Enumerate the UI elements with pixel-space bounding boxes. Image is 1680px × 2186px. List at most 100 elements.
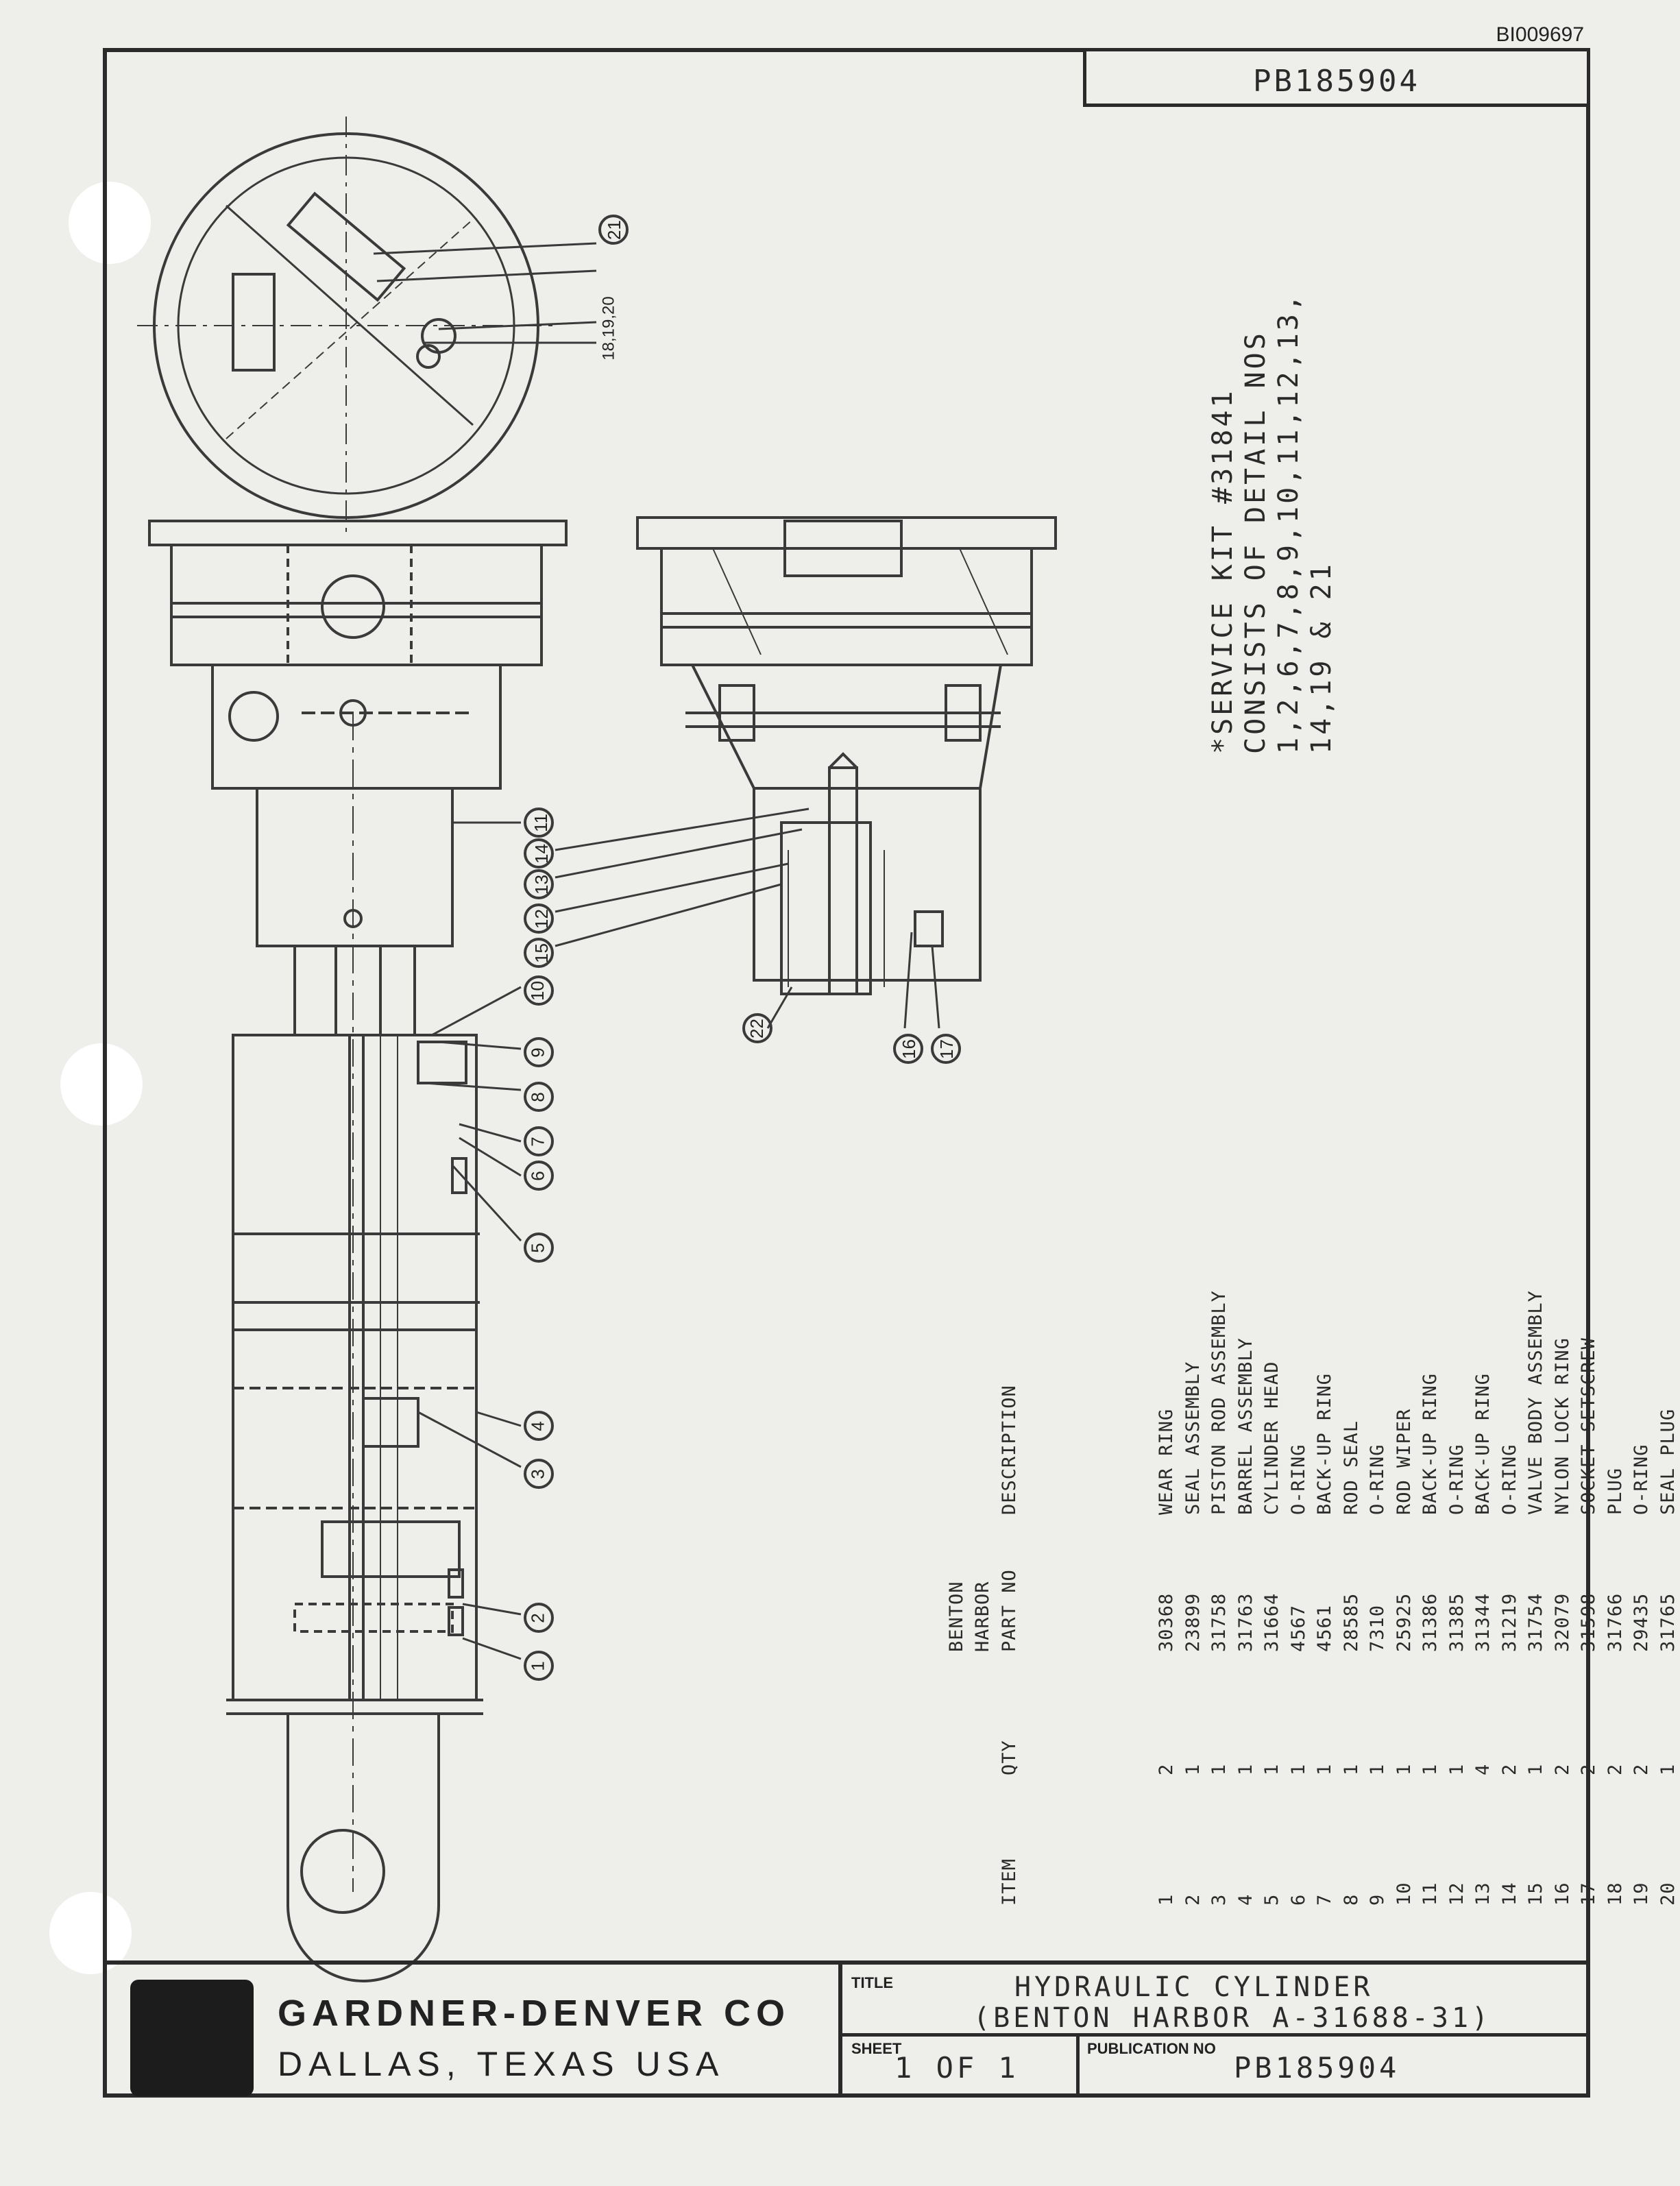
cell-qty: 2 <box>1156 1763 1177 1775</box>
title-block-divider <box>838 1965 842 2098</box>
cell-qty: 1 <box>1367 1763 1388 1775</box>
title-block-vline <box>1076 2033 1080 2098</box>
header-part-no-line3: PART NO <box>999 1569 1020 1652</box>
cell-qty: 1 <box>1182 1763 1204 1775</box>
header-qty: QTY <box>999 1740 1020 1775</box>
title-block: GARDNER-DENVER CO DALLAS, TEXAS USA TITL… <box>103 1960 1590 2098</box>
cell-description: ROD SEAL <box>1340 1420 1362 1515</box>
cell-description: VALVE BODY ASSEMBLY <box>1525 1290 1546 1515</box>
service-kit-line-3: 1,2,6,7,8,9,10,11,12,13, <box>1273 292 1304 754</box>
callout-11: 15 <box>531 943 552 963</box>
company-logo <box>130 1980 254 2096</box>
cell-part-no: 31763 <box>1234 1592 1256 1652</box>
cell-qty: 1 <box>1446 1763 1468 1775</box>
table-row: 3 1 31758 PISTON ROD ASSEMBLY <box>1206 1290 1233 1906</box>
table-row: 2 1 23899 SEAL ASSEMBLY <box>1180 1361 1207 1906</box>
cell-item: 11 <box>1420 1882 1441 1906</box>
callout-15: 11 <box>531 814 551 832</box>
title-block-hline <box>838 2033 1590 2037</box>
cell-part-no: 31758 <box>1208 1592 1230 1652</box>
cell-qty: 1 <box>1234 1763 1256 1775</box>
cell-part-no: 31765 <box>1657 1592 1679 1652</box>
cell-qty: 2 <box>1604 1763 1626 1775</box>
cell-description: O-RING <box>1287 1444 1309 1515</box>
cell-item: 9 <box>1367 1893 1388 1906</box>
cell-item: 15 <box>1525 1882 1546 1906</box>
cell-part-no: 31754 <box>1525 1592 1546 1652</box>
cell-qty: 1 <box>1525 1763 1546 1775</box>
header-description: DESCRIPTION <box>999 1385 1020 1515</box>
cell-item: 5 <box>1261 1893 1282 1906</box>
cell-qty: 1 <box>1208 1763 1230 1775</box>
drawing-frame <box>103 48 1590 2098</box>
service-kit-line-4: 14,19 & 21 <box>1306 561 1337 754</box>
callout-21: 21 <box>603 220 624 240</box>
cell-qty: 2 <box>1498 1763 1520 1775</box>
parts-list-table: ITEM QTY BENTON HARBOR PART NO DESCRIPTI… <box>891 1290 1680 1906</box>
cell-qty: 1 <box>1261 1763 1282 1775</box>
cell-description: WEAR RING <box>1156 1408 1177 1515</box>
callout-18-19-20: 18,19,20 <box>599 296 618 361</box>
cell-description: PISTON ROD ASSEMBLY <box>1208 1290 1230 1515</box>
cell-qty: 2 <box>1578 1763 1599 1775</box>
cell-description: SOCKET SETSCREW <box>1578 1337 1599 1515</box>
cell-part-no: 23899 <box>1182 1592 1204 1652</box>
cell-item: 20 <box>1657 1882 1679 1906</box>
callout-12: 12 <box>531 909 552 929</box>
sheet-label: SHEET <box>851 2040 902 2057</box>
publication-value: PB185904 <box>1234 2051 1400 2085</box>
cell-qty: 1 <box>1314 1763 1335 1775</box>
cell-part-no: 7310 <box>1367 1604 1388 1652</box>
publication-number-box: PB185904 <box>1083 48 1590 107</box>
cell-part-no: 31386 <box>1420 1592 1441 1652</box>
cell-item: 7 <box>1314 1893 1335 1906</box>
cell-item: 16 <box>1551 1882 1573 1906</box>
cell-part-no: 32079 <box>1551 1592 1573 1652</box>
header-part-no-line2: HARBOR <box>972 1581 993 1652</box>
callout-1: 1 <box>527 1661 548 1671</box>
cell-qty: 1 <box>1393 1763 1415 1775</box>
callout-2: 2 <box>527 1613 548 1623</box>
cell-item: 6 <box>1287 1893 1309 1906</box>
cell-description: BACK-UP RING <box>1472 1372 1494 1515</box>
table-row: 20 1 31765 SEAL PLUG <box>1655 1409 1680 1906</box>
callout-9: 9 <box>527 1047 548 1058</box>
callout-22: 22 <box>746 1019 767 1039</box>
cell-qty: 1 <box>1287 1763 1309 1775</box>
callout-17: 17 <box>936 1039 957 1059</box>
cell-item: 3 <box>1208 1893 1230 1906</box>
cell-description: O-RING <box>1446 1444 1468 1515</box>
bates-number: BI009697 <box>1496 23 1584 46</box>
cell-qty: 1 <box>1657 1763 1679 1775</box>
cell-item: 1 <box>1156 1893 1177 1906</box>
callout-8: 8 <box>527 1092 548 1102</box>
header-part-no-line1: BENTON <box>946 1581 967 1652</box>
cell-item: 10 <box>1393 1882 1415 1906</box>
callout-4: 4 <box>527 1421 548 1431</box>
cell-part-no: 31766 <box>1604 1592 1626 1652</box>
header-item: ITEM <box>999 1858 1020 1906</box>
cell-qty: 2 <box>1631 1763 1652 1775</box>
table-row: 15 1 31754 VALVE BODY ASSEMBLY <box>1523 1290 1550 1906</box>
cell-description: SEAL PLUG <box>1657 1408 1679 1515</box>
cell-part-no: 4567 <box>1287 1604 1309 1652</box>
cell-description: SEAL ASSEMBLY <box>1182 1361 1204 1515</box>
cell-description: PLUG <box>1604 1467 1626 1515</box>
callout-13: 13 <box>531 875 552 895</box>
cell-part-no: 31385 <box>1446 1592 1468 1652</box>
drawing-title-line1: HYDRAULIC CYLINDER <box>1014 1971 1374 2003</box>
cell-item: 2 <box>1182 1893 1204 1906</box>
